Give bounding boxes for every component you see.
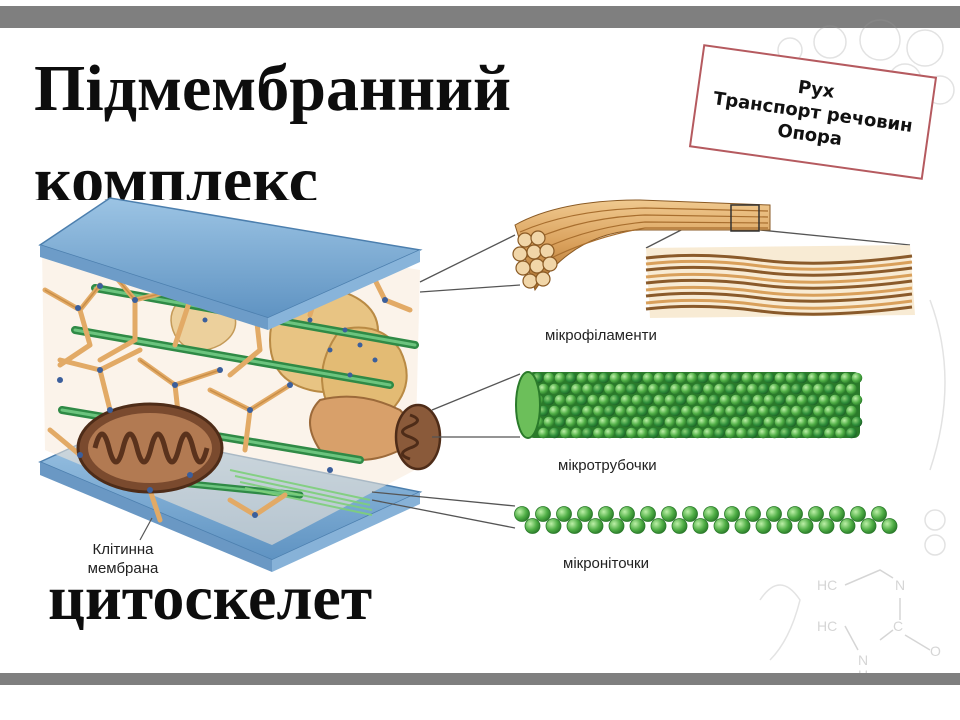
microfilament-zoom-panel [645,245,915,318]
microthread-bundle [229,469,373,516]
label-cell-membrane-line1: Клітинна [92,541,154,558]
top-accent-bar [0,6,960,28]
microthread-chain [514,506,898,534]
title-line-3: цитоскелет [48,562,373,633]
label-microtubules: мікротрубочки [558,457,657,474]
label-cell-membrane: Клітинна мембрана [64,540,182,578]
mitochondrion-large [76,402,224,494]
microtubule-rod [515,371,863,439]
svg-text:O: O [930,643,941,659]
bottom-accent-bar [0,673,960,685]
svg-text:HC: HC [817,618,837,634]
cytoskeleton-block [38,197,442,572]
microfilament-bundle [512,199,771,292]
svg-text:HC: HC [817,577,837,593]
title-line-1: Підмембранний [34,52,512,125]
label-cell-membrane-line2: мембрана [87,560,159,577]
svg-text:N: N [858,652,868,668]
title-line-2: комплекс [34,148,318,200]
label-microthreads: мікроніточки [563,555,649,572]
label-microfilaments: мікрофіламенти [545,327,657,344]
svg-text:N: N [895,577,905,593]
svg-text:C: C [893,618,903,634]
